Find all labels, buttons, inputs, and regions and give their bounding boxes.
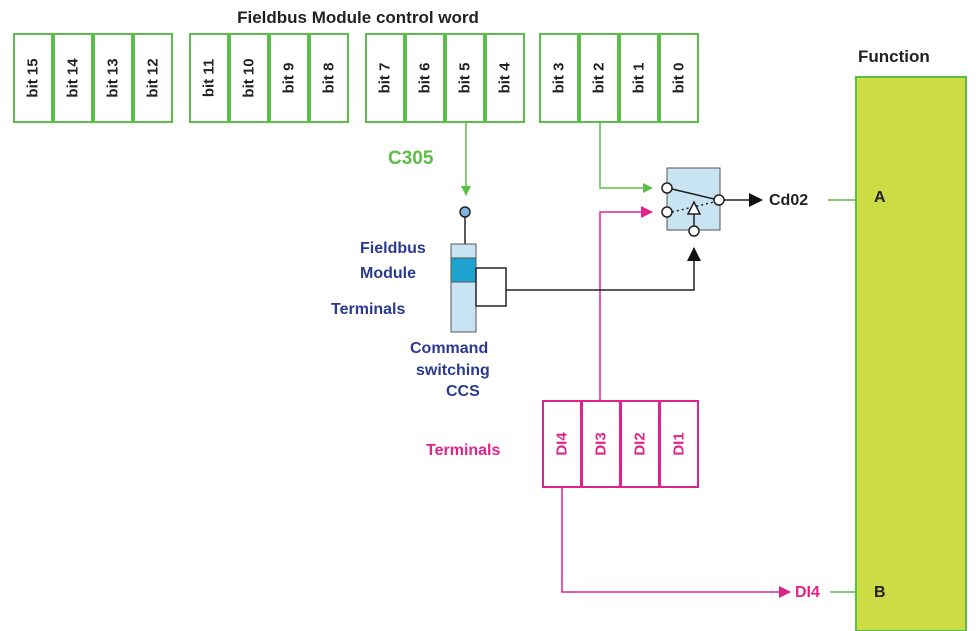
bit2-connector [599, 123, 653, 193]
function-title: Function [858, 47, 930, 66]
bit-cell: bit 2 [579, 33, 619, 123]
bit-cell: bit 9 [269, 33, 309, 123]
di-label: DI2 [631, 432, 649, 456]
ccs-selector [450, 243, 477, 333]
terminals-position-label: Terminals [331, 301, 406, 318]
di-cell: DI4 [542, 400, 582, 488]
function-input-a: A [874, 189, 886, 206]
bit-cell: bit 5 [445, 33, 485, 123]
ccs-to-switch-connector [506, 247, 701, 291]
bit-cell: bit 12 [133, 33, 173, 123]
di-label: DI3 [592, 432, 610, 456]
bit-cell: bit 4 [485, 33, 525, 123]
di-cell: DI3 [581, 400, 621, 488]
terminals-label: Terminals [426, 442, 501, 459]
command-label-line2: switching [416, 362, 490, 379]
bit-cell: bit 13 [93, 33, 133, 123]
cd02-output-label: Cd02 [769, 192, 809, 209]
fieldbus-label-line2: Module [360, 265, 416, 282]
di-cell: DI2 [620, 400, 660, 488]
bit-cell: bit 15 [13, 33, 53, 123]
command-label-line3: CCS [446, 383, 480, 400]
bit-cell: bit 11 [189, 33, 229, 123]
di4-output-label: DI4 [795, 584, 820, 601]
bit-cell: bit 8 [309, 33, 349, 123]
bit-cell: bit 3 [539, 33, 579, 123]
ccs-active-position [450, 257, 477, 283]
bit-cell: bit 1 [619, 33, 659, 123]
di-label: DI4 [553, 432, 571, 456]
bit-cell: bit 6 [405, 33, 445, 123]
diagram-title: Fieldbus Module control word [237, 8, 479, 27]
fieldbus-label-line1: Fieldbus [360, 240, 426, 257]
bit-cell: bit 7 [365, 33, 405, 123]
function-input-b: B [874, 584, 886, 601]
di-cell: DI1 [659, 400, 699, 488]
command-label-line1: Command [410, 340, 489, 357]
bit-cell: bit 0 [659, 33, 699, 123]
di3-connector [599, 206, 653, 400]
function-block [855, 76, 967, 631]
bit-cell: bit 14 [53, 33, 93, 123]
di4-connector [561, 488, 791, 598]
bit-cell: bit 10 [229, 33, 269, 123]
fieldbus-input-node [459, 206, 471, 218]
c305-label: C305 [388, 148, 434, 169]
di-label: DI1 [670, 432, 688, 456]
